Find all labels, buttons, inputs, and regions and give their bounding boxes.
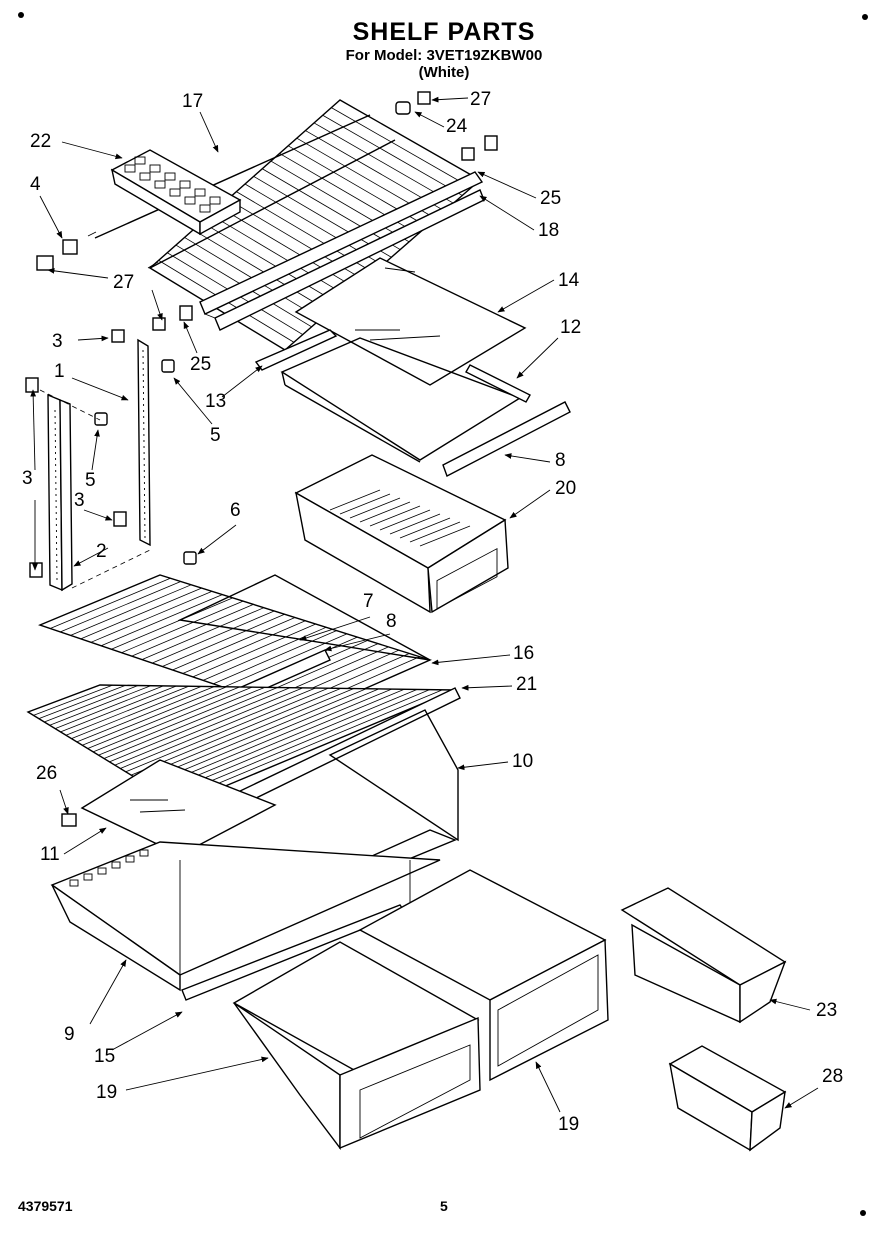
callout-3: 3 bbox=[74, 490, 85, 511]
leader-line bbox=[504, 453, 551, 463]
leader-line bbox=[497, 279, 555, 313]
crisper-drawer-19-left bbox=[232, 941, 481, 1151]
leader-line bbox=[47, 268, 109, 279]
callout-16: 16 bbox=[513, 643, 534, 664]
rail-8-top bbox=[442, 401, 571, 477]
leader-line bbox=[299, 616, 371, 641]
leader-line bbox=[457, 761, 509, 771]
leader-line bbox=[535, 1061, 561, 1113]
callout-25: 25 bbox=[540, 188, 561, 209]
leader-line bbox=[516, 337, 559, 379]
ice-tray-22 bbox=[110, 149, 242, 236]
leader-line bbox=[73, 547, 109, 567]
callout-17: 17 bbox=[182, 91, 203, 112]
leader-line bbox=[173, 377, 213, 425]
leader-line bbox=[30, 389, 37, 471]
leader-line bbox=[414, 111, 445, 128]
callout-19: 19 bbox=[96, 1082, 117, 1103]
corner-dot-tr bbox=[862, 14, 868, 20]
glass-shelf-14 bbox=[294, 257, 527, 386]
callout-9: 9 bbox=[64, 1024, 75, 1045]
leader-line bbox=[83, 509, 113, 521]
callout-6: 6 bbox=[230, 500, 241, 521]
leader-line bbox=[39, 195, 63, 239]
ladder-1 bbox=[137, 338, 151, 547]
leader-line bbox=[59, 789, 69, 815]
corner-dot-tl bbox=[18, 12, 24, 18]
callout-12: 12 bbox=[560, 317, 581, 338]
leader-lines bbox=[30, 96, 819, 1113]
callout-3: 3 bbox=[52, 331, 63, 352]
door-bin-28 bbox=[668, 1045, 787, 1152]
callout-20: 20 bbox=[555, 478, 576, 499]
leader-line bbox=[71, 377, 129, 401]
model-line: For Model: 3VET19ZKBW00 bbox=[345, 47, 543, 64]
color-line: (White) bbox=[418, 64, 470, 81]
leader-line bbox=[125, 1056, 269, 1091]
callout-21: 21 bbox=[516, 674, 537, 695]
corner-dot-br bbox=[860, 1210, 866, 1216]
leader-line bbox=[61, 141, 123, 160]
callout-7: 7 bbox=[363, 591, 374, 612]
callout-13: 13 bbox=[205, 391, 226, 412]
crisper-frame-9 bbox=[50, 841, 441, 992]
leader-line bbox=[431, 654, 511, 666]
leader-line bbox=[509, 489, 551, 519]
callout-27: 27 bbox=[113, 272, 134, 293]
callout-25: 25 bbox=[190, 354, 211, 375]
leader-line bbox=[221, 365, 263, 398]
leader-line bbox=[479, 195, 535, 231]
leader-line bbox=[77, 335, 109, 342]
page-number: 5 bbox=[440, 1198, 448, 1214]
glass-11 bbox=[80, 759, 277, 856]
callout-28: 28 bbox=[822, 1066, 843, 1087]
callout-14: 14 bbox=[558, 270, 580, 291]
callout-27: 27 bbox=[470, 89, 491, 110]
callout-4: 4 bbox=[30, 174, 41, 195]
leader-line bbox=[151, 289, 163, 321]
callout-5: 5 bbox=[85, 470, 96, 491]
page-title: SHELF PARTS bbox=[352, 18, 536, 46]
doc-number: 4379571 bbox=[18, 1198, 73, 1214]
callout-11: 11 bbox=[40, 844, 60, 865]
callout-10: 10 bbox=[512, 751, 533, 772]
callout-19: 19 bbox=[558, 1114, 579, 1135]
leader-line bbox=[63, 827, 107, 855]
callout-1: 1 bbox=[54, 361, 65, 382]
callout-2: 2 bbox=[96, 541, 107, 562]
leader-line bbox=[199, 111, 219, 153]
crisper-drawer-19-right bbox=[358, 869, 609, 1082]
leader-line bbox=[769, 998, 811, 1011]
callout-18: 18 bbox=[538, 220, 559, 241]
leader-line bbox=[431, 96, 469, 103]
callout-5: 5 bbox=[210, 425, 221, 446]
leader-line bbox=[784, 1087, 819, 1109]
ladder-2 bbox=[47, 393, 73, 592]
leader-line bbox=[91, 429, 100, 471]
callout-24: 24 bbox=[446, 116, 468, 137]
leader-line bbox=[477, 171, 537, 199]
door-bin-23 bbox=[620, 887, 787, 1024]
leader-line bbox=[461, 684, 513, 691]
leader-line bbox=[183, 321, 198, 354]
callout-22: 22 bbox=[30, 131, 51, 152]
leader-line bbox=[197, 524, 237, 555]
leader-line bbox=[89, 959, 127, 1025]
leader-line bbox=[111, 1011, 183, 1051]
callout-3: 3 bbox=[22, 468, 33, 489]
deli-drawer-20 bbox=[294, 454, 509, 614]
callout-23: 23 bbox=[816, 1000, 837, 1021]
callout-8: 8 bbox=[386, 611, 397, 632]
callout-15: 15 bbox=[94, 1046, 115, 1067]
callout-26: 26 bbox=[36, 763, 57, 784]
crisper-frame-12 bbox=[254, 329, 531, 463]
callout-8: 8 bbox=[555, 450, 566, 471]
leader-line bbox=[324, 633, 391, 652]
